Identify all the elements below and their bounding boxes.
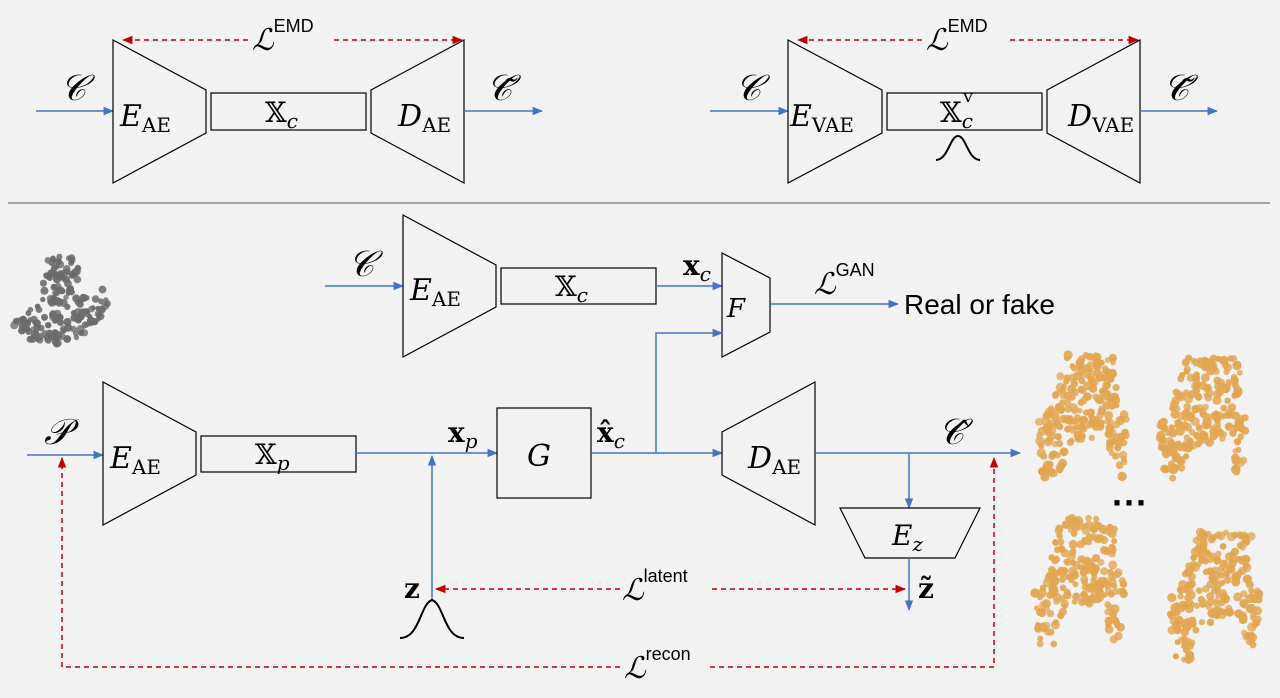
gaussian-icon [935,134,981,161]
top-ae-diagram: 𝒞 EAE 𝕏c DAE 𝒞̃ ℒEMD [36,16,544,185]
disc-xc-label: xc [683,249,711,286]
main-decoder-trapezoid [721,380,816,527]
main-branch: 𝒫 EAE 𝕏p xp G x̂c DAE 𝒞̂ Ez z̃ z ℒlatent… [27,328,1148,686]
z-encoder-trapezoid [839,507,981,559]
main-output-label: 𝒞̂ [938,412,974,453]
z-tilde-label: z̃ [918,572,934,605]
disc-encoder-trapezoid [402,213,497,359]
top-vae-encoder-label: EVAE [789,99,854,137]
xp-label: xp [448,416,478,453]
recon-loss-path-left [57,456,620,668]
xhat-to-discriminator-arrow [655,328,724,453]
top-vae-diagram: 𝒞 EVAE 𝕏cv DVAE 𝒞̃ ℒEMD [710,16,1219,185]
top-vae-latent-box [886,92,1043,131]
main-encoder-label: EAE [109,441,161,479]
discriminator-label: F [726,294,746,324]
xhat-label: x̂c [597,416,625,453]
z-label: z [404,572,420,605]
top-ae-loss-label: ℒEMD [252,16,314,58]
top-ae-input-label: 𝒞 [60,68,96,109]
disc-input-label: 𝒞 [348,244,384,285]
disc-encoder-label: EAE [409,273,461,311]
completed-chair-image-4 [1166,527,1264,664]
partial-point-cloud-image [10,253,111,348]
z-gaussian-icon [399,598,465,639]
ellipsis: ··· [1112,482,1148,523]
recon-loss-label: ℒrecon [624,644,691,686]
main-latent-box [200,435,357,473]
top-ae-decoder-trapezoid [370,38,465,185]
real-or-fake-label: Real or fake [904,289,1055,320]
top-ae-decoder-label: DAE [397,99,451,137]
top-ae-encoder-trapezoid [112,38,207,185]
completed-chair-image-2 [1156,354,1250,482]
top-vae-latent-label: 𝕏cv [940,86,974,133]
top-vae-decoder-label: DVAE [1067,99,1134,137]
discriminator-trapezoid [721,252,771,358]
main-input-label: 𝒫 [44,412,80,453]
disc-latent-label: 𝕏c [555,270,588,307]
top-vae-encoder-trapezoid [787,39,883,184]
top-vae-input-label: 𝒞 [735,68,771,109]
completed-chair-image-3 [1030,514,1128,648]
main-latent-label: 𝕏p [255,438,290,475]
top-vae-loss-label: ℒEMD [926,16,988,58]
main-decoder-label: DAE [747,441,801,479]
top-ae-latent-label: 𝕏c [265,96,298,133]
top-ae-latent-box [210,92,367,131]
recon-loss-path-right [710,456,999,668]
latent-loss-label: ℒlatent [622,566,688,608]
generator-label: G [527,439,551,474]
completed-chair-image-1 [1035,350,1130,482]
discriminator-branch: 𝒞 EAE 𝕏c xc F ℒGAN Real or fake [325,213,1055,359]
gan-loss-label: ℒGAN [814,260,875,302]
top-ae-encoder-label: EAE [119,99,171,137]
top-vae-decoder-trapezoid [1046,38,1141,185]
top-vae-output-label: 𝒞̃ [1163,68,1199,109]
z-encoder-label: Ez [891,519,923,556]
top-ae-output-label: 𝒞̃ [486,68,522,109]
main-encoder-trapezoid [102,380,197,527]
